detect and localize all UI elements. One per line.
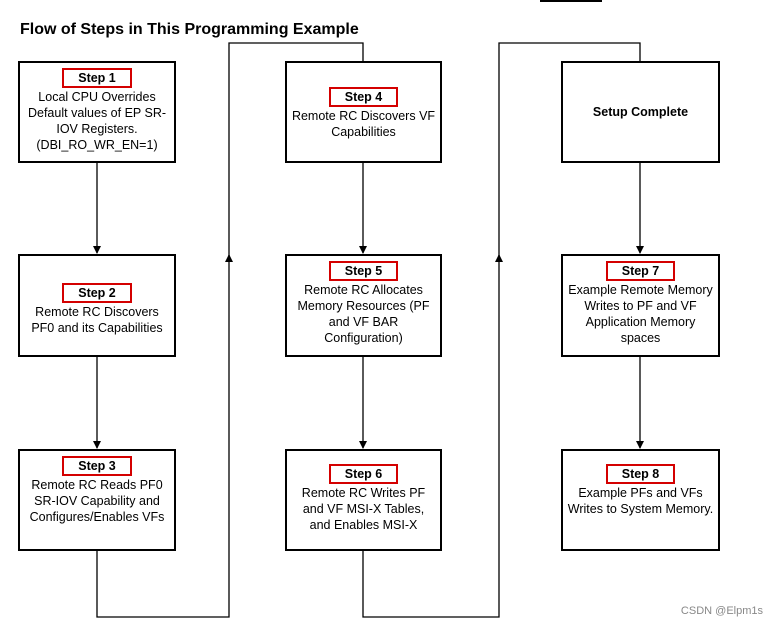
step-description: Remote RC Discovers PF0 and its Capabili… <box>31 305 163 335</box>
step-6-box: Step 6 Remote RC Writes PF and VF MSI-X … <box>285 449 442 551</box>
connector-step6-step7 <box>362 254 503 618</box>
step-3-box: Step 3 Remote RC Reads PF0 SR-IOV Capabi… <box>18 449 176 551</box>
step-label: Step 1 <box>62 68 132 88</box>
step-label: Step 5 <box>328 261 399 281</box>
step-2-box: Step 2 Remote RC Discovers PF0 and its C… <box>18 254 176 357</box>
step-description: Remote RC Discovers VF Capabilities <box>291 109 436 139</box>
step-description: Remote RC Allocates Memory Resources (PF… <box>297 283 430 345</box>
step-label: Step 7 <box>605 261 676 281</box>
setup-complete-box: Setup Complete <box>561 61 720 163</box>
step-label: Step 3 <box>62 456 132 476</box>
step-8-box: Step 8 Example PFs and VFs Writes to Sys… <box>561 449 720 551</box>
connector-top-to-col3 <box>498 42 641 258</box>
step-label: Step 8 <box>605 464 676 484</box>
step-4-box: Step 4 Remote RC Discovers VF Capabiliti… <box>285 61 442 163</box>
step-label: Step 4 <box>328 87 399 107</box>
step-1-box: Step 1 Local CPU Overrides Default value… <box>18 61 176 163</box>
step-description: Example PFs and VFs Writes to System Mem… <box>567 486 714 516</box>
step-5-box: Step 5 Remote RC Allocates Memory Resour… <box>285 254 442 357</box>
step-description: Remote RC Reads PF0 SR-IOV Capability an… <box>29 478 165 524</box>
top-border-line <box>540 0 602 2</box>
diagram-title: Flow of Steps in This Programming Exampl… <box>20 21 359 38</box>
step-description: Example Remote Memory Writes to PF and V… <box>568 283 713 345</box>
step-7-box: Step 7 Example Remote Memory Writes to P… <box>561 254 720 357</box>
step-description: Local CPU Overrides Default values of EP… <box>27 90 167 152</box>
connector-step3-step4 <box>96 254 233 618</box>
step-label: Step 6 <box>328 464 399 484</box>
watermark: CSDN @Elpm1s <box>680 605 763 617</box>
step-label: Step 2 <box>62 283 132 303</box>
step-description: Remote RC Writes PF and VF MSI-X Tables,… <box>301 486 426 532</box>
setup-complete-label: Setup Complete <box>592 105 689 119</box>
connector-top-to-col2 <box>228 42 364 258</box>
